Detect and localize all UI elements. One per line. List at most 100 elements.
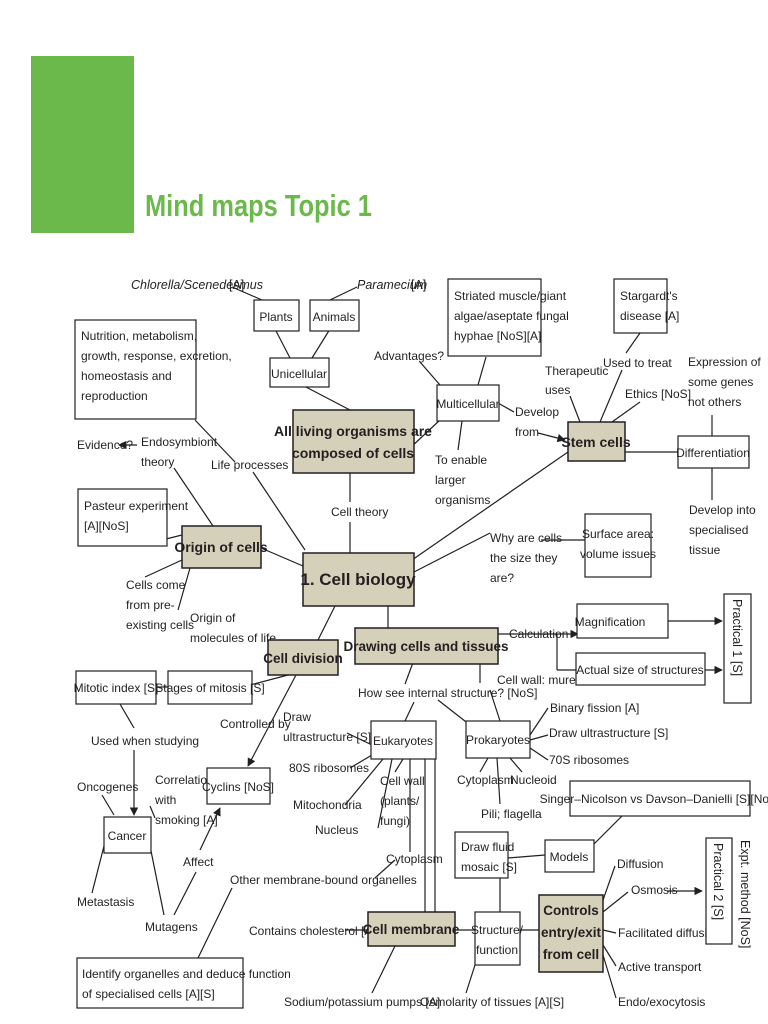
controls-text-3: from cell: [543, 947, 599, 962]
endo-label: Endo/exocytosis: [618, 995, 705, 1009]
paramecium-name: Paramecium: [357, 278, 427, 292]
cells-come-label-3: existing cells: [126, 618, 194, 632]
paramecium-label: Paramecium [A]: [357, 278, 427, 292]
used-when-label: Used when studying: [91, 734, 199, 748]
singer-node: Singer–Nicolson vs Davson–Danielli [S][N…: [540, 780, 768, 817]
nutrition-text-1: Nutrition, metabolism,: [81, 329, 197, 343]
multicellular-node: Multicellular: [436, 384, 500, 422]
osmosis-label: Osmosis: [631, 883, 678, 897]
cell-biology-node: 1. Cell biology: [300, 552, 416, 607]
controls-text-2: entry/exit: [541, 925, 602, 940]
pasteur-text-2: [A][NoS]: [84, 519, 129, 533]
chlorella-label: Chlorella/Scenedesmus [A]: [131, 278, 263, 292]
evidence-label: Evidence?: [77, 438, 133, 452]
affect-label: Affect: [183, 855, 214, 869]
draw-fluid-text-1: Draw fluid: [461, 840, 514, 854]
binary-fission-label: Binary fission [A]: [550, 701, 639, 715]
how-see-label: How see internal structure? [NoS]: [358, 686, 537, 700]
surface-area-text-2: volume issues: [580, 547, 656, 561]
surface-area-node: Surface area: volume issues: [580, 513, 656, 578]
correlation-label-1: Correlation: [155, 773, 214, 787]
stargardt-node: Stargardt's disease [A]: [613, 278, 679, 334]
expression-label-2: some genes: [688, 375, 753, 389]
stem-cells-node: Stem cells: [561, 421, 631, 462]
mitotic-index-text: Mitotic index [S]: [74, 681, 159, 695]
striated-text-1: Striated muscle/giant: [454, 289, 567, 303]
stem-cells-text: Stem cells: [561, 434, 630, 450]
controls-text-1: Controls: [543, 903, 599, 918]
correlation-label-3: smoking [A]: [155, 813, 218, 827]
expression-label-1: Expression of: [688, 355, 761, 369]
oncogenes-label: Oncogenes: [77, 780, 138, 794]
therapeutic-label-1: Therapeutic: [545, 364, 608, 378]
draw-fluid-text-2: mosaic [S]: [461, 860, 517, 874]
draw-fluid-node: Draw fluid mosaic [S]: [454, 831, 517, 879]
stargardt-text-2: disease [A]: [620, 309, 679, 323]
singer-text: Singer–Nicolson vs Davson–Danielli [S][N…: [540, 792, 768, 806]
facilitated-label: Facilitated diffusion: [618, 926, 721, 940]
structure-function-text-1: Structure/: [471, 923, 524, 937]
striated-text-2: algae/aseptate fungal: [454, 309, 569, 323]
advantages-label: Advantages?: [374, 349, 444, 363]
practical2-text: Practical 2 [S]: [711, 843, 725, 920]
actual-size-node: Actual size of structures: [575, 652, 706, 686]
to-enable-label-1: To enable: [435, 453, 487, 467]
used-to-treat-label: Used to treat: [603, 356, 672, 370]
unicellular-node: Unicellular: [269, 357, 330, 388]
multicellular-text: Multicellular: [436, 397, 499, 411]
correlation-label-2: with: [154, 793, 176, 807]
cell-wall-label-2: (plants/: [380, 794, 420, 808]
cancer-text: Cancer: [108, 829, 147, 843]
draw-ultra-right-label: Draw ultrastructure [S]: [549, 726, 668, 740]
unicellular-text: Unicellular: [271, 367, 327, 381]
cell-membrane-text: Cell membrane: [363, 922, 460, 937]
cyclins-node: Cyclins [NoS]: [202, 767, 274, 805]
sodium-label: Sodium/potassium pumps [A]: [284, 995, 440, 1009]
stages-mitosis-text: Stages of mitosis [S]: [155, 681, 264, 695]
cancer-node: Cancer: [103, 816, 152, 854]
prokaryotes-node: Prokaryotes: [465, 720, 531, 759]
expt-method-node: Expt. method [NoS]: [738, 840, 752, 948]
cytoplasm-pro-label: Cytoplasm: [457, 773, 514, 787]
structure-function-text-2: function: [476, 943, 518, 957]
cell-wall-label-3: fungi): [380, 814, 410, 828]
eukaryotes-text: Eukaryotes: [373, 734, 433, 748]
draw-ultra-left-label-1: Draw: [283, 710, 311, 724]
controls-node: Controls entry/exit from cell: [538, 894, 604, 973]
differentiation-text: Differentiation: [676, 446, 750, 460]
cells-come-label-2: from pre-: [126, 598, 175, 612]
cyclins-text: Cyclins [NoS]: [202, 780, 274, 794]
prokaryotes-text: Prokaryotes: [466, 733, 530, 747]
life-processes-label: Life processes: [211, 458, 288, 472]
green-accent-block: [31, 56, 134, 233]
cell-membrane-node: Cell membrane: [363, 911, 460, 947]
develop-into-label-1: Develop into: [689, 503, 756, 517]
striated-text-3: hyphae [NoS][A]: [454, 329, 541, 343]
nutrition-node: Nutrition, metabolism, growth, response,…: [74, 319, 232, 420]
identify-text-1: Identify organelles and deduce function: [82, 967, 291, 981]
develop-from-label-2: from: [515, 425, 539, 439]
develop-into-label-2: specialised: [689, 523, 748, 537]
cell-theory-label: Cell theory: [331, 505, 388, 519]
practical1-text: Practical 1 [S]: [730, 599, 744, 676]
connector-lines: [91, 286, 723, 999]
mitotic-index-node: Mitotic index [S]: [74, 670, 159, 705]
nucleus-label: Nucleus: [315, 823, 358, 837]
why-size-label-2: the size they: [490, 551, 557, 565]
origin-molecules-label-1: Origin of: [190, 611, 236, 625]
nutrition-text-4: reproduction: [81, 389, 148, 403]
chlorella-name: Chlorella/Scenedesmus: [131, 278, 263, 292]
draw-ultra-left-label-2: ultrastructure [S]: [283, 730, 371, 744]
cytoplasm-eu-label: Cytoplasm: [386, 852, 443, 866]
page-title: Mind maps Topic 1: [145, 188, 372, 223]
to-enable-label-2: larger: [435, 473, 466, 487]
cell-wall-label-1: Cell wall: [380, 774, 425, 788]
expression-label-3: not others: [688, 395, 741, 409]
actual-size-text: Actual size of structures: [576, 663, 703, 677]
animals-text: Animals: [313, 310, 356, 324]
magnification-node: Magnification: [575, 603, 669, 639]
mitochondria-label: Mitochondria: [293, 798, 362, 812]
magnification-text: Magnification: [575, 615, 646, 629]
surface-area-text-1: Surface area:: [582, 527, 654, 541]
animals-node: Animals: [309, 299, 360, 332]
